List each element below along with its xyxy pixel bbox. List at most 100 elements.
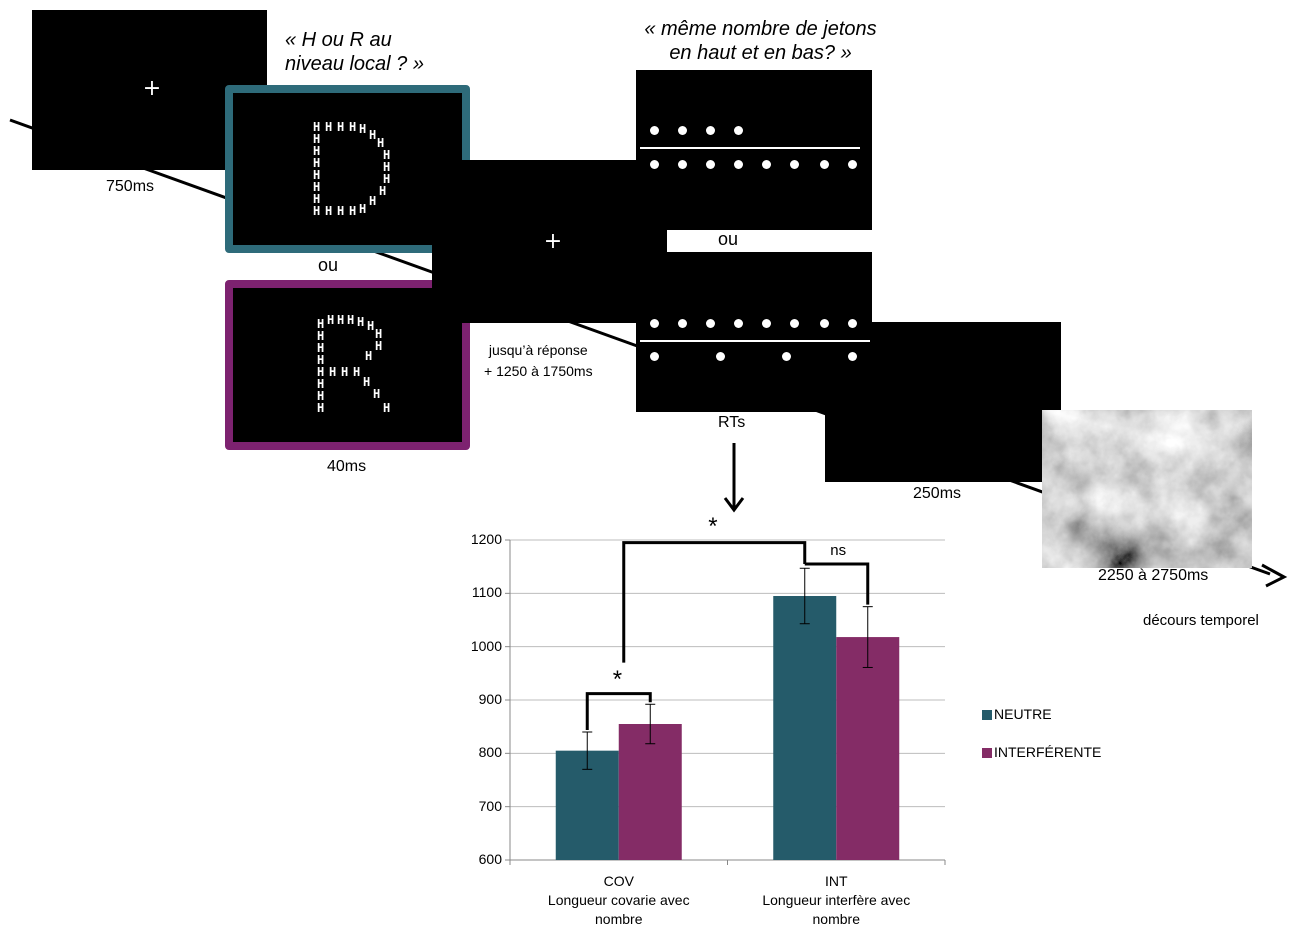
navon-local-letter: H [313,132,321,146]
navon-local-letter: H [313,192,321,206]
navon-local-letter: H [325,204,333,218]
or-label-2: ou [718,229,739,249]
rts-label: RTs [718,414,746,431]
rt-bar-chart [505,539,946,865]
navon-local-letter: H [337,204,345,218]
tokens-question: « même nombre de jetons en haut et en ba… [644,18,877,64]
sig-bracket-cov [585,692,652,730]
navon-local-letter: H [363,375,371,389]
navon-local-letter: H [313,120,321,134]
ns-label-int: ns [830,542,847,559]
y-tick-label: 700 [478,797,502,814]
navon-local-letter: H [383,148,391,162]
navon-local-letter: H [317,317,325,331]
navon-local-letter: H [359,122,367,136]
navon-local-letter: H [375,327,383,341]
token-dot [848,319,857,328]
token-dot [706,126,715,135]
token-screen-interfering [636,252,872,412]
token-dot [820,160,829,169]
sig-star-cov: * [612,665,623,693]
navon-local-letter: H [317,353,325,367]
y-tick-label: 900 [478,691,502,707]
token-dot [790,160,799,169]
navon-local-letter: H [379,184,387,198]
y-tick-label: 1000 [470,637,502,654]
token-dot [706,319,715,328]
token-divider [640,147,860,149]
local-question: « H ou R au niveau local ? » [285,29,424,75]
navon-local-letter: H [317,377,325,391]
navon-local-letter: H [317,365,325,379]
navon-local-letter: H [375,339,383,353]
token-dot [678,160,687,169]
token-dot [678,319,687,328]
token-dot [650,160,659,169]
token-dot [782,352,791,361]
navon-local-letter: H [313,144,321,158]
timeline-arrowhead [1261,563,1288,588]
token-dot [734,160,743,169]
navon-local-letter: H [325,120,333,134]
navon-local-letter: H [349,204,357,218]
navon-local-letter: H [383,172,391,186]
wait-fixation-screen: + [432,160,667,323]
fixation-cross-2: + [543,229,563,254]
fixation-duration-label: 750ms [106,178,155,195]
legend-swatch-interférente [982,748,992,758]
legend-label-interférente: INTERFÉRENTE [994,744,1102,760]
token-dot [734,126,743,135]
navon-local-letter: H [365,349,373,363]
navon-local-letter: H [337,120,345,134]
token-dot [762,319,771,328]
navon-local-letter: H [317,401,325,415]
sig-bracket-between [622,541,807,663]
y-tick-label: 600 [478,851,502,867]
token-dot [678,126,687,135]
navon-local-letter: H [383,401,391,415]
navon-local-letter: H [383,160,391,174]
navon-local-letter: H [377,136,385,150]
navon-local-letter: H [341,365,349,379]
rts-arrow [723,443,745,513]
navon-local-letter: H [359,202,367,216]
sig-bracket-int [804,562,870,605]
y-tick-label: 800 [478,744,502,761]
y-tick-label: 1200 [470,531,502,547]
token-divider [640,340,870,342]
navon-local-letter: H [317,341,325,355]
navon-local-letter: H [367,319,375,333]
or-label-1: ou [318,255,339,275]
navon-local-letter: H [347,313,355,327]
token-screen-congruent [636,70,872,230]
navon-local-letter: H [337,313,345,327]
token-dot [734,319,743,328]
token-dot [650,319,659,328]
token-dot [706,160,715,169]
token-dot [820,319,829,328]
sig-star-between: * [708,512,718,540]
navon-local-letter: H [317,389,325,403]
navon-local-letter: H [369,194,377,208]
wait-label: jusqu’à réponse + 1250 à 1750ms [484,342,593,379]
navon-local-letter: H [313,168,321,182]
navon-local-letter: H [369,128,377,142]
legend-label-neutre: NEUTRE [994,706,1052,722]
bar-neutre-int [773,596,837,860]
navon-local-letter: H [373,387,381,401]
mask-duration-label: 2250 à 2750ms [1098,567,1209,584]
navon-local-letter: H [313,156,321,170]
token-dot [650,352,659,361]
legend-swatch-neutre [982,710,992,720]
token-dot [848,160,857,169]
token-dot [650,126,659,135]
stimulus-duration-label: 40ms [327,458,367,475]
navon-local-letter: H [349,120,357,134]
bar-interférente-int [836,637,900,860]
y-tick-label: 1100 [471,584,502,601]
token-dot [790,319,799,328]
